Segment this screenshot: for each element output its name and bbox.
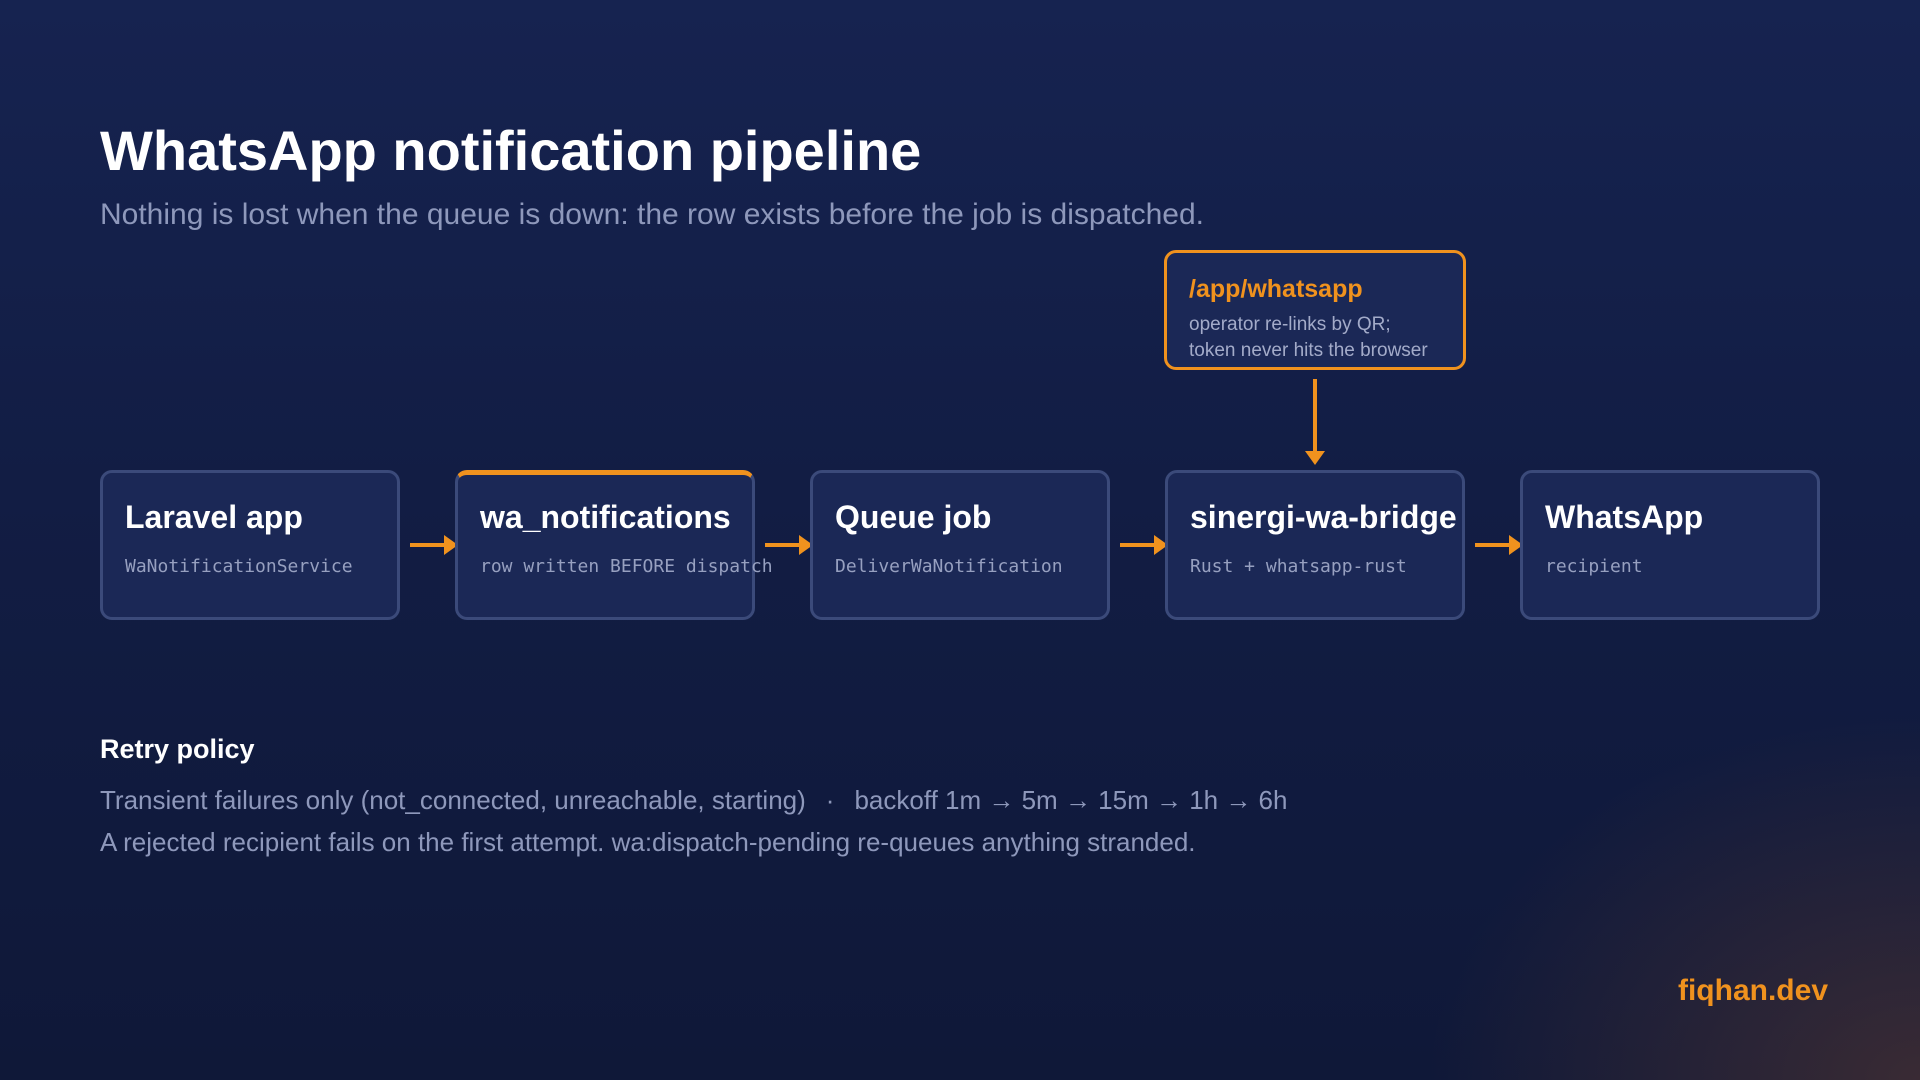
callout-line-1: operator re-links by QR; bbox=[1189, 314, 1391, 335]
node-title: WhatsApp bbox=[1545, 499, 1704, 535]
arrow-bridge-to-whatsapp bbox=[1475, 533, 1523, 557]
arrow-head bbox=[1509, 535, 1523, 555]
node-subtitle: DeliverWaNotification bbox=[835, 556, 1063, 577]
brand-mark: fiqhan.dev bbox=[1677, 974, 1828, 1007]
arrow-shaft bbox=[765, 543, 803, 547]
arrow-queue-to-bridge bbox=[1120, 533, 1168, 557]
node-subtitle: Rust + whatsapp-rust bbox=[1190, 556, 1407, 577]
retry-backoff-text: backoff 1m → 5m → 15m → 1h → 6h bbox=[854, 785, 1288, 815]
arrow-head bbox=[1154, 535, 1168, 555]
arrow-shaft bbox=[1313, 379, 1317, 451]
node-laravel-app: Laravel app WaNotificationService bbox=[100, 470, 400, 620]
arrow-laravel-to-notifications bbox=[410, 533, 458, 557]
node-title: Laravel app bbox=[125, 499, 303, 535]
page-subtitle: Nothing is lost when the queue is down: … bbox=[100, 198, 1204, 231]
arrow-shaft bbox=[410, 543, 448, 547]
arrow-head bbox=[444, 535, 458, 555]
retry-policy-line-2: A rejected recipient fails on the first … bbox=[100, 827, 1196, 857]
node-queue-job: Queue job DeliverWaNotification bbox=[810, 470, 1110, 620]
callout-line-2: token never hits the browser bbox=[1189, 340, 1428, 361]
node-sinergi-wa-bridge: sinergi-wa-bridge Rust + whatsapp-rust bbox=[1165, 470, 1465, 620]
node-subtitle: WaNotificationService bbox=[125, 556, 353, 577]
node-title: sinergi-wa-bridge bbox=[1190, 499, 1457, 535]
node-title: Queue job bbox=[835, 499, 992, 535]
node-subtitle: recipient bbox=[1545, 556, 1643, 577]
retry-separator: · bbox=[825, 785, 835, 815]
retry-policy-heading: Retry policy bbox=[100, 734, 255, 764]
arrow-notifications-to-queue bbox=[765, 533, 813, 557]
arrow-head bbox=[799, 535, 813, 555]
arrow-shaft bbox=[1475, 543, 1513, 547]
node-whatsapp: WhatsApp recipient bbox=[1520, 470, 1820, 620]
callout-title: /app/whatsapp bbox=[1189, 275, 1363, 303]
page-title: WhatsApp notification pipeline bbox=[100, 119, 922, 182]
node-wa-notifications: wa_notifications row written BEFORE disp… bbox=[455, 470, 773, 620]
callout-app-whatsapp: /app/whatsapp operator re-links by QR; t… bbox=[1164, 250, 1466, 370]
arrow-head bbox=[1305, 451, 1325, 465]
arrow-shaft bbox=[1120, 543, 1158, 547]
arrow-callout-to-bridge bbox=[1303, 379, 1327, 465]
node-title: wa_notifications bbox=[480, 499, 731, 535]
retry-transient-text: Transient failures only (not_connected, … bbox=[100, 785, 806, 815]
node-subtitle: row written BEFORE dispatch bbox=[480, 556, 773, 577]
retry-policy-line-1: Transient failures only (not_connected, … bbox=[100, 785, 1287, 816]
